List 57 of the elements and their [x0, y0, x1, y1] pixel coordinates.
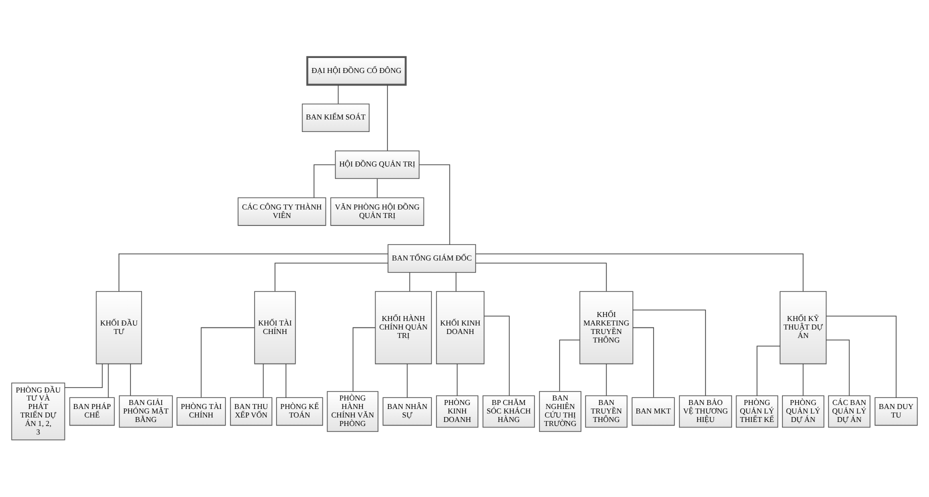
node-box: PHÒNG KẾ TOÁN — [276, 397, 324, 426]
node-box: VĂN PHÒNG HỘI ĐỒNG QUẢN TRỊ — [330, 197, 424, 226]
node-box: KHỐI TÀI CHÍNH — [254, 291, 296, 364]
connector — [200, 327, 255, 398]
node-box: KHỐI KỸ THUẬT DỰ ÁN — [780, 291, 827, 364]
connector — [559, 340, 580, 392]
connector — [826, 340, 850, 396]
node-box: PHÒNG QUẢN LÝ DỰ ÁN — [782, 395, 824, 428]
connector — [456, 364, 458, 396]
connector — [314, 164, 336, 198]
node-box: BAN TRUYỀN THÔNG — [585, 395, 628, 428]
node-box: BAN PHÁP CHẾ — [69, 397, 115, 426]
connector — [484, 316, 510, 396]
node-box: BAN NHÂN SỰ — [382, 397, 432, 426]
connector — [130, 364, 131, 396]
node-box: BAN BẢO VỆ THƯƠNG HIỆU — [679, 395, 732, 428]
node-box: HỘI ĐỒNG QUẢN TRỊ — [334, 150, 420, 179]
node-box: KHỐI MARKETING TRUYỀN THÔNG — [579, 291, 634, 364]
connector — [118, 254, 388, 292]
node-box: CÁC BAN QUẢN LÝ DỰ ÁN — [828, 395, 870, 428]
node-box: BAN KIỂM SOÁT — [302, 104, 370, 132]
node-box: PHÒNG KINH DOANH — [436, 395, 478, 428]
connector — [632, 327, 654, 398]
connector — [338, 84, 339, 104]
connector — [64, 364, 103, 388]
node-box: BP CHĂM SÓC KHÁCH HÀNG — [482, 395, 535, 428]
node-box: PHÒNG QUẢN LÝ THIẾT KẾ — [736, 395, 778, 428]
node-box: ĐẠI HỘI ĐỒNG CỔ ĐÔNG — [306, 56, 407, 86]
connector — [352, 327, 376, 392]
connector — [409, 272, 410, 292]
node-box: BAN THU XẾP VỐN — [230, 397, 272, 426]
node-box: BAN NGHIÊN CỨU THỊ TRƯỜNG — [539, 391, 582, 432]
node-box: CÁC CÔNG TY THÀNH VIÊN — [238, 197, 326, 226]
node-box: BAN DUY TU — [874, 397, 918, 426]
connector — [406, 364, 408, 398]
node-box: BAN GIẢI PHÓNG MẶT BẰNG — [118, 395, 173, 428]
node-box: PHÒNG TÀI CHÍNH — [176, 397, 226, 426]
connector — [387, 84, 388, 152]
connector — [802, 364, 804, 396]
connector — [376, 178, 378, 198]
connector — [418, 164, 450, 246]
node-box: PHÒNG ĐẦU TƯ VÀ PHÁT TRIỂN DỰ ÁN 1, 2, 3 — [11, 382, 66, 440]
connector — [756, 346, 780, 396]
node-box: PHÒNG HÀNH CHÍNH VĂN PHÒNG — [326, 391, 378, 432]
connector — [262, 364, 264, 398]
node-box: BAN MKT — [632, 397, 675, 426]
node-box: BAN TỔNG GIÁM ĐỐC — [388, 244, 476, 273]
connector — [274, 262, 388, 292]
node-box: KHỐI ĐẦU TƯ — [96, 291, 142, 364]
node-box: KHỐI KINH DOANH — [436, 291, 484, 364]
connector — [606, 364, 607, 396]
node-box: KHỐI HÀNH CHÍNH QUẢN TRỊ — [374, 291, 432, 364]
connector — [108, 364, 109, 398]
connector — [475, 262, 607, 292]
connector — [826, 316, 897, 398]
connector — [476, 254, 804, 292]
connector — [632, 310, 706, 396]
